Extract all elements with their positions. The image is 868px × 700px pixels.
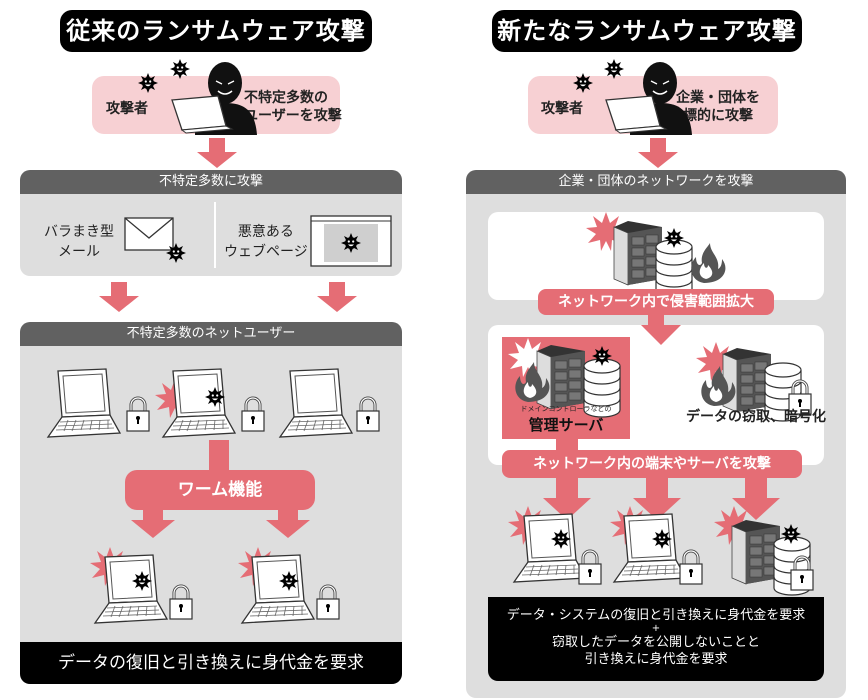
admin-server-caption: ドメインコントローラなどの: [520, 405, 612, 413]
email-label-line2: メール: [58, 244, 100, 260]
right-spread-label: ネットワーク内で侵害範囲拡大: [538, 289, 774, 315]
malicious-webpage-icon: [310, 215, 392, 267]
left-attacker-desc-line1: 不特定多数の: [244, 90, 328, 106]
left-attacker-desc-line2: ユーザーを攻撃: [244, 108, 342, 124]
right-stage1-header: 企業・団体のネットワークを攻撃: [466, 170, 846, 194]
target-laptop: [610, 506, 704, 586]
result-line1: データ・システムの復旧と引き換えに身代金を要求: [506, 608, 806, 623]
laptop-icon: [605, 95, 668, 134]
email-with-virus-icon: [124, 217, 186, 263]
email-label-line1: バラまき型: [44, 224, 114, 240]
result-line2: 窃取したデータを公開しないことと: [551, 635, 760, 650]
right-title: 新たなランサムウェア攻撃: [492, 10, 802, 52]
lock-icon: [577, 549, 603, 586]
left-title: 従来のランサムウェア攻撃: [60, 10, 372, 52]
virus-icon: [652, 529, 672, 549]
left-worm-label: ワーム機能: [125, 470, 315, 510]
target-server: [714, 506, 815, 596]
right-attacker-label: 攻撃者: [541, 101, 583, 117]
laptop-icon: [171, 95, 234, 134]
left-stage1-divider: [214, 202, 216, 268]
right-attacker-desc-line2: 標的に攻撃: [683, 108, 753, 124]
result-plus: +: [651, 623, 661, 634]
target-laptop: [508, 506, 603, 586]
webpage-label-line2: ウェブページ: [224, 244, 308, 260]
left-attacker-label: 攻撃者: [106, 101, 148, 117]
virus-icon: [781, 524, 801, 544]
laptop-icon: [513, 513, 587, 583]
left-stage1-webpage-label: 悪意ある ウェブページ: [224, 222, 308, 262]
server-icon: [731, 519, 781, 585]
data-theft-label: データの窃取、暗号化: [686, 409, 826, 425]
result-line3: 引き換えに身代金を要求: [584, 652, 728, 667]
left-result-banner: データの復旧と引き換えに身代金を要求: [20, 642, 402, 684]
left-stage2-header: 不特定多数のネットユーザー: [20, 322, 402, 346]
right-attacker-description: 企業・団体を 標的に攻撃: [676, 89, 760, 125]
laptop-icon: [613, 513, 687, 583]
webpage-label-line1: 悪意ある: [237, 224, 294, 240]
left-stage1-email-label: バラまき型 メール: [44, 222, 114, 262]
admin-server-label: 管理サーバ: [528, 416, 604, 434]
lock-icon: [678, 549, 704, 586]
right-attack-label: ネットワーク内の端末やサーバを攻撃: [502, 450, 802, 478]
virus-icon: [551, 529, 571, 549]
right-result-banner: データ・システムの復旧と引き換えに身代金を要求 + 窃取したデータを公開しないこ…: [488, 597, 824, 681]
left-attacker-description: 不特定多数の ユーザーを攻撃: [244, 89, 342, 125]
left-stage1-header: 不特定多数に攻撃: [20, 170, 402, 194]
right-attacker-desc-line1: 企業・団体を: [676, 90, 760, 106]
